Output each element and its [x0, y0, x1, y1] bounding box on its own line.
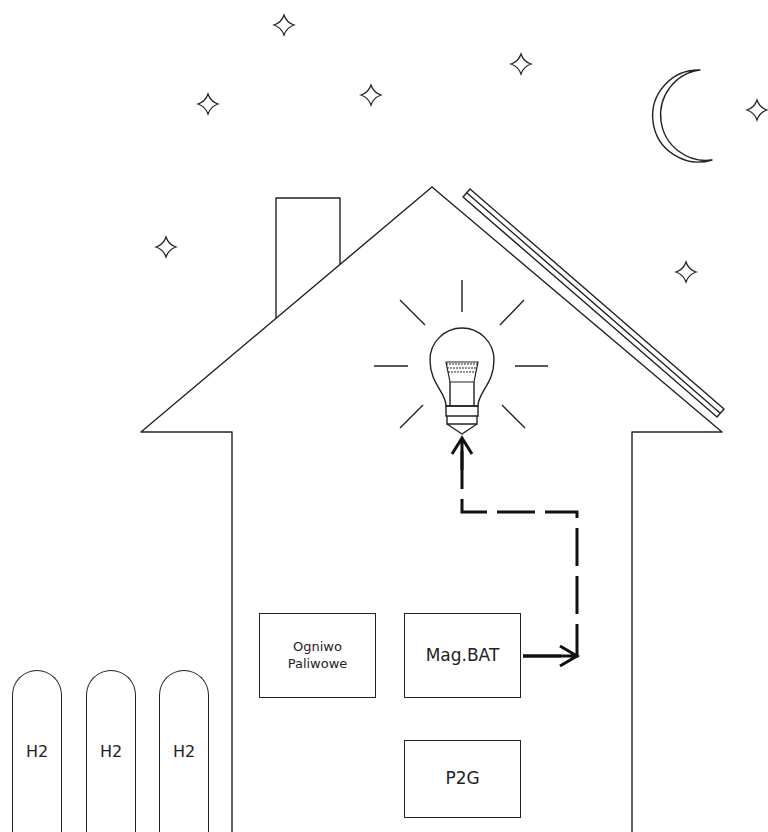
- chimney: [276, 198, 340, 318]
- star: [361, 85, 381, 105]
- hydrogen-tank: H2: [159, 670, 209, 832]
- star: [747, 100, 767, 120]
- star: [676, 262, 696, 282]
- star: [274, 15, 294, 35]
- moon: [653, 70, 712, 162]
- device-box: P2G: [404, 740, 521, 818]
- node-label: P2G: [445, 768, 479, 789]
- hydrogen-tank: H2: [86, 670, 136, 832]
- star: [156, 237, 176, 257]
- device-box: Ogniwo Paliwowe: [259, 613, 376, 698]
- node-label: Ogniwo Paliwowe: [267, 639, 368, 672]
- stars: [156, 15, 767, 282]
- light-bulb: [374, 280, 548, 434]
- node-label: H2: [26, 742, 48, 770]
- star: [198, 94, 218, 114]
- solar-panel: [463, 189, 724, 417]
- node-label: H2: [173, 742, 195, 770]
- device-box: Mag.BAT: [404, 613, 521, 698]
- node-label: H2: [100, 742, 122, 770]
- star: [511, 54, 531, 74]
- node-label: Mag.BAT: [426, 645, 500, 666]
- house-outline: [141, 187, 722, 832]
- hydrogen-tank: H2: [12, 670, 62, 832]
